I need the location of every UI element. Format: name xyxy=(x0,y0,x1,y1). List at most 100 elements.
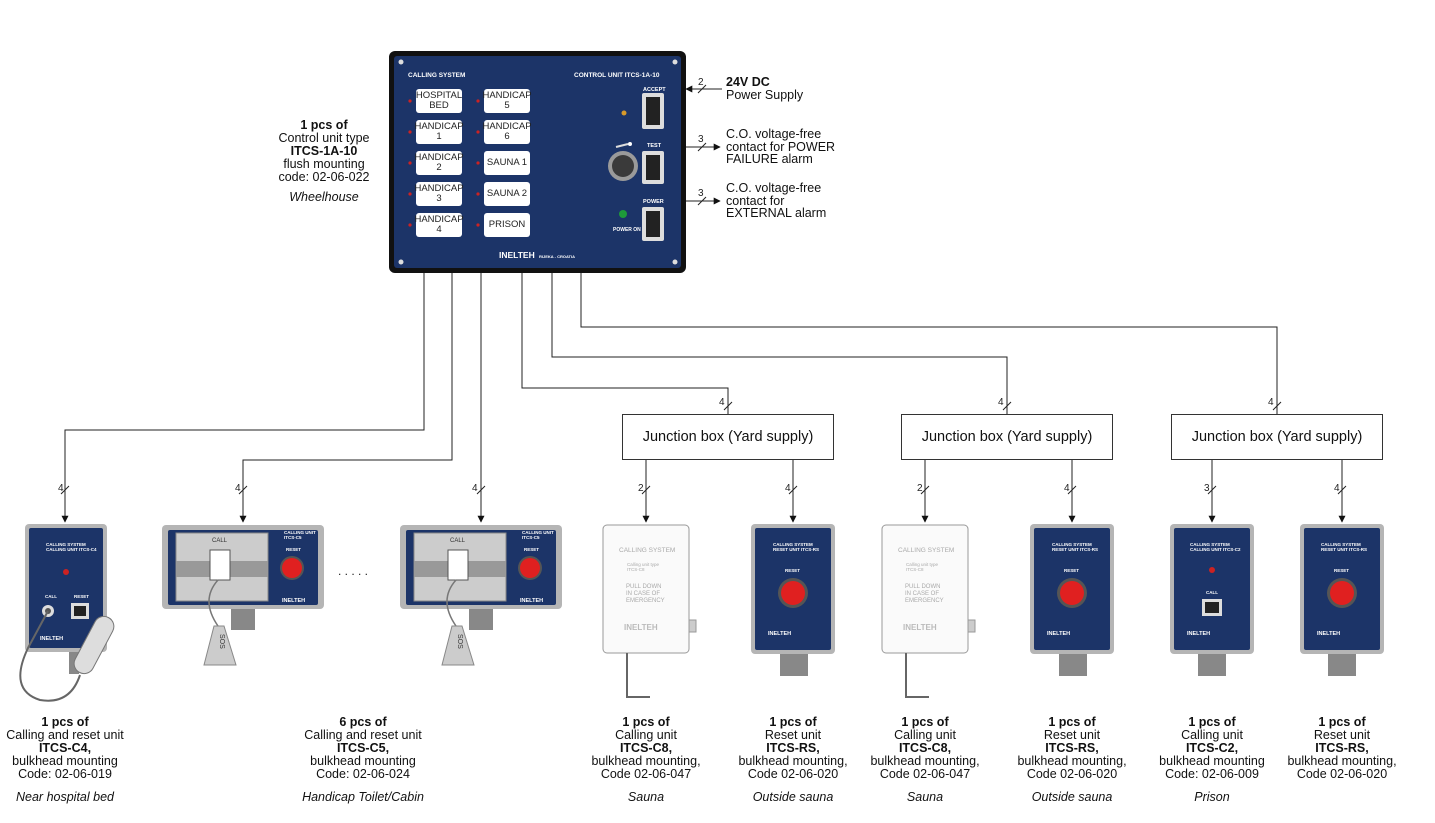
panel-button-sauna-1[interactable]: SAUNA 1 xyxy=(484,151,530,175)
panel-brand: INELTEH xyxy=(499,250,535,260)
wire-jb1 xyxy=(521,272,729,414)
svg-text:RESET: RESET xyxy=(74,594,89,599)
svg-text:4: 4 xyxy=(998,397,1004,408)
panel-button-handicap-1[interactable]: HANDICAP 1 xyxy=(414,120,464,144)
svg-text:4: 4 xyxy=(785,483,791,494)
svg-text:INELTEH: INELTEH xyxy=(768,631,791,637)
c4-cable xyxy=(19,610,81,702)
svg-text:POWER: POWER xyxy=(643,199,664,205)
button-leds xyxy=(408,99,480,227)
svg-text:4: 4 xyxy=(472,483,478,494)
svg-text:RESET: RESET xyxy=(524,547,539,552)
svg-text:4: 4 xyxy=(58,483,64,494)
svg-text:4: 4 xyxy=(1268,397,1274,408)
svg-text:RIJEKA - CROATIA: RIJEKA - CROATIA xyxy=(539,254,575,259)
svg-text:INELTEH: INELTEH xyxy=(903,623,937,632)
svg-text:ACCEPT: ACCEPT xyxy=(643,87,666,93)
panel-button-handicap-5[interactable]: HANDICAP 5 xyxy=(482,89,532,113)
c4-pull-handle xyxy=(73,615,115,675)
svg-text:TEST: TEST xyxy=(647,143,662,149)
pull-cord xyxy=(626,653,650,698)
wire-c4 xyxy=(61,272,425,523)
power-on-led xyxy=(619,210,627,218)
panel-header-right: CONTROL UNIT ITCS-1A-10 xyxy=(574,72,660,79)
accept-led xyxy=(621,110,627,116)
svg-text:RESET: RESET xyxy=(785,568,800,573)
svg-text:RESET: RESET xyxy=(1334,568,1349,573)
panel-button-handicap-4[interactable]: HANDICAP 4 xyxy=(414,213,464,237)
panel-button-prison[interactable]: PRISON xyxy=(484,213,530,237)
svg-text:RESET: RESET xyxy=(1064,568,1079,573)
wiring xyxy=(60,84,1347,523)
pull-cord xyxy=(905,653,929,698)
svg-text:CALL: CALL xyxy=(450,538,466,544)
wire-counts: 4 4 4 4 4 4 2 4 2 4 3 4 2 3 3 xyxy=(58,77,1340,494)
wire-jb3 xyxy=(580,272,1278,414)
power-switch xyxy=(646,211,660,237)
svg-text:3: 3 xyxy=(698,134,704,145)
panel-button-hospital-bed[interactable]: HOSPITAL BED xyxy=(415,89,463,113)
svg-text:CALLING SYSTEM: CALLING SYSTEM xyxy=(619,547,675,554)
panel-button-handicap-6[interactable]: HANDICAP 6 xyxy=(482,120,532,144)
sos-pull-handle xyxy=(203,625,237,666)
svg-text:CALL: CALL xyxy=(45,594,57,599)
svg-text:CALL: CALL xyxy=(1206,590,1218,595)
svg-text:INELTEH: INELTEH xyxy=(40,636,63,642)
output-external-alarm: C.O. voltage-free contact for EXTERNAL a… xyxy=(726,181,827,220)
svg-text:INELTEH: INELTEH xyxy=(1317,631,1340,637)
svg-text:2: 2 xyxy=(638,483,644,494)
wire-c5a xyxy=(239,272,453,523)
svg-text:4: 4 xyxy=(1334,483,1340,494)
panel-header-left: CALLING SYSTEM xyxy=(408,72,465,79)
svg-text:4: 4 xyxy=(1064,483,1070,494)
svg-text:INELTEH: INELTEH xyxy=(624,623,658,632)
svg-text:INELTEH: INELTEH xyxy=(1047,631,1070,637)
accept-switch xyxy=(646,97,660,125)
control-unit-label: 1 pcs of Control unit type ITCS-1A-10 fl… xyxy=(278,118,370,204)
svg-text:INELTEH: INELTEH xyxy=(282,598,305,604)
svg-text:2: 2 xyxy=(917,483,923,494)
svg-text:CALL: CALL xyxy=(212,538,228,544)
buzzer-knob xyxy=(612,155,634,177)
junction-box-1: Junction box (Yard supply) xyxy=(622,414,834,460)
panel-button-sauna-2[interactable]: SAUNA 2 xyxy=(484,182,530,206)
svg-text:CALLING SYSTEM: CALLING SYSTEM xyxy=(898,547,954,554)
panel-button-handicap-2[interactable]: HANDICAP 2 xyxy=(414,151,464,175)
junction-box-3: Junction box (Yard supply) xyxy=(1171,414,1383,460)
ellipsis: . . . . . xyxy=(338,564,368,578)
svg-text:SOS: SOS xyxy=(456,634,463,649)
output-power-failure: C.O. voltage-free contact for POWER FAIL… xyxy=(726,127,836,166)
svg-text:3: 3 xyxy=(698,188,704,199)
svg-text:INELTEH: INELTEH xyxy=(520,598,543,604)
svg-text:4: 4 xyxy=(719,397,725,408)
svg-text:SOS: SOS xyxy=(218,634,225,649)
sos-pull-handle xyxy=(441,625,475,666)
wire-jb2 xyxy=(551,272,1008,414)
panel-button-handicap-3[interactable]: HANDICAP 3 xyxy=(414,182,464,206)
svg-text:3: 3 xyxy=(1204,483,1210,494)
